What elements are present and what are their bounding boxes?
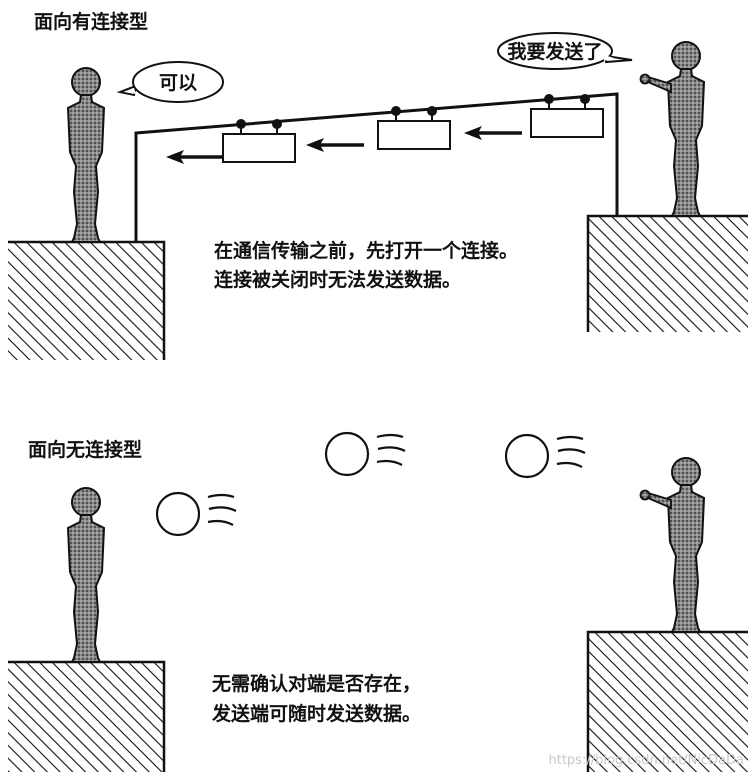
- top-title: 面向有连接型: [34, 10, 148, 33]
- bottom-description-line1: 无需确认对端是否存在，: [212, 672, 421, 695]
- receiver-speech-bubble: 可以: [120, 62, 223, 102]
- bottom-right-cliff: [588, 632, 748, 772]
- flying-packet-ball: [326, 433, 405, 475]
- receiver-person: [68, 68, 104, 242]
- top-description-line1: 在通信传输之前，先打开一个连接。: [214, 239, 518, 262]
- sender-person: [641, 42, 705, 216]
- bottom-left-cliff: [8, 662, 164, 772]
- watermark-text: https://blog.csdn.net/NicDaDa: [549, 753, 745, 768]
- receiver-person: [68, 488, 104, 662]
- arrow-left-icon: [306, 138, 364, 152]
- bottom-description-line2: 发送端可随时发送数据。: [211, 702, 421, 725]
- receiver-bubble-text: 可以: [159, 72, 197, 94]
- top-right-cliff: [588, 216, 748, 332]
- flying-packet-ball: [506, 435, 585, 477]
- sender-bubble-text: 我要发送了: [507, 40, 602, 63]
- bottom-title: 面向无连接型: [28, 438, 142, 461]
- arrow-left-icon: [166, 150, 224, 164]
- top-left-cliff: [8, 242, 164, 360]
- flying-packet-ball: [157, 493, 236, 535]
- sender-speech-bubble: 我要发送了: [498, 33, 632, 69]
- top-description-line2: 连接被关闭时无法发送数据。: [214, 268, 461, 291]
- arrow-left-icon: [464, 126, 522, 140]
- sender-person: [641, 458, 705, 632]
